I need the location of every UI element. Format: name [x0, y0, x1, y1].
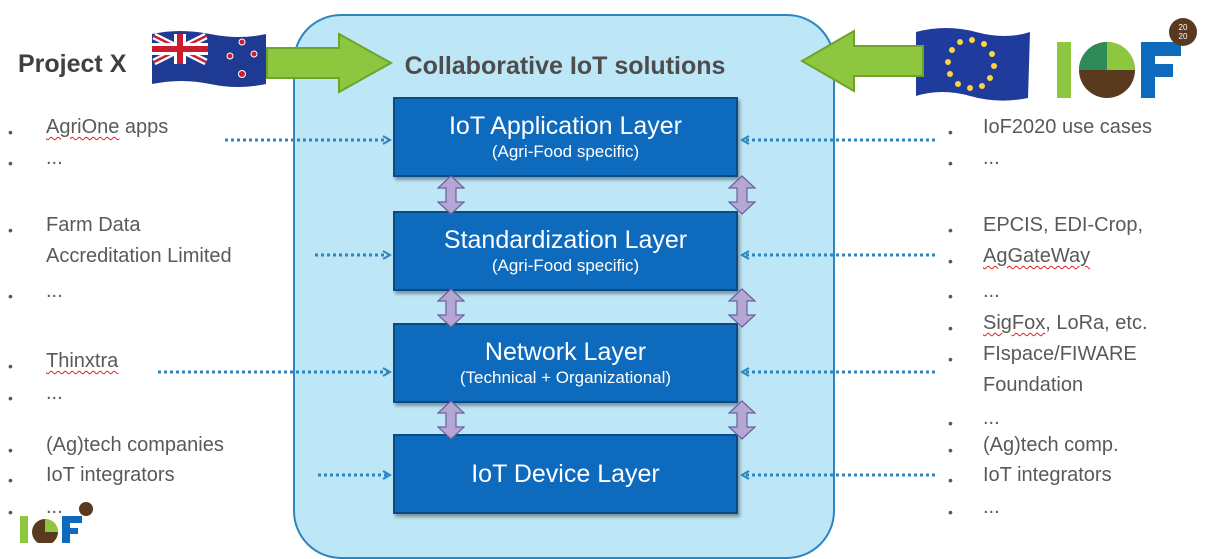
bullet: •: [8, 442, 13, 458]
bullet: •: [8, 358, 13, 374]
right-item-ellipsis: ...: [983, 496, 1000, 518]
right-item-aggateway: AgGateWay: [983, 245, 1091, 267]
layer-title: IoT Device Layer: [471, 460, 660, 488]
bullet: •: [8, 124, 13, 140]
bullet: •: [948, 124, 953, 140]
green-arrow-right-icon: [266, 32, 394, 94]
connector-arrow-icon: [437, 288, 465, 328]
left-item-ellipsis: ...: [46, 280, 63, 302]
bullet: •: [948, 222, 953, 238]
left-item-agrione: AgriOne apps: [46, 116, 169, 138]
bullet: •: [8, 504, 13, 520]
green-arrow-left-icon: [800, 29, 924, 93]
eu-flag-icon: [916, 28, 1030, 101]
right-item-agtech-comp: (Ag)tech comp.: [983, 434, 1119, 456]
bullet: •: [948, 155, 953, 171]
right-item-ellipsis: ...: [983, 147, 1000, 169]
bullet: •: [8, 222, 13, 238]
standardization-layer: Standardization Layer (Agri-Food specifi…: [393, 211, 738, 291]
layer-subtitle: (Technical + Organizational): [459, 368, 672, 387]
bullet: •: [948, 504, 953, 520]
left-item-farm-data: Farm Data: [46, 214, 141, 236]
bullet: •: [8, 288, 13, 304]
layer-title: Standardization Layer: [443, 226, 688, 254]
project-title: Project X: [18, 50, 127, 78]
right-item-foundation: Foundation: [983, 374, 1084, 396]
right-item-iof2020: IoF2020 use cases: [983, 116, 1152, 138]
right-item-fispace: FIspace/FIWARE: [983, 343, 1137, 365]
layer-subtitle: (Agri-Food specific): [491, 256, 640, 275]
layer-title: IoT Application Layer: [448, 112, 683, 140]
right-item-sigfox: SigFox, LoRa, etc.: [983, 312, 1148, 334]
bullet: •: [8, 472, 13, 488]
dotted-arrows: [158, 0, 935, 543]
iof-small-logo-icon: [20, 502, 93, 543]
left-item-iot-integrators: IoT integrators: [46, 464, 175, 486]
connector-arrow-icon: [728, 288, 756, 328]
bullet: •: [8, 155, 13, 171]
right-item-ellipsis: ...: [983, 407, 1000, 429]
new-zealand-flag-icon: [152, 31, 266, 87]
iot-application-layer: IoT Application Layer (Agri-Food specifi…: [393, 97, 738, 177]
svg-text:20: 20: [1179, 32, 1188, 41]
network-layer: Network Layer (Technical + Organizationa…: [393, 323, 738, 403]
bullet: •: [948, 472, 953, 488]
right-item-iot-integrators: IoT integrators: [983, 464, 1112, 486]
svg-text:20: 20: [1179, 23, 1188, 32]
left-item-ellipsis: ...: [46, 147, 63, 169]
connector-arrow-icon: [437, 400, 465, 440]
right-item-ellipsis: ...: [983, 280, 1000, 302]
bullet: •: [8, 390, 13, 406]
layer-subtitle: (Agri-Food specific): [491, 142, 640, 161]
connector-arrow-icon: [437, 175, 465, 215]
bullet: •: [948, 442, 953, 458]
left-item-thinxtra: Thinxtra: [46, 350, 119, 372]
bullet: •: [948, 320, 953, 336]
left-item-agtech-companies: (Ag)tech companies: [46, 434, 224, 456]
connector-arrow-icon: [728, 175, 756, 215]
central-title: Collaborative IoT solutions: [404, 52, 726, 80]
bullet: •: [948, 415, 953, 431]
connector-arrow-icon: [728, 400, 756, 440]
left-item-ellipsis: ...: [46, 382, 63, 404]
left-item-ellipsis: ...: [46, 496, 63, 518]
bullet: •: [948, 351, 953, 367]
iot-device-layer: IoT Device Layer: [393, 434, 738, 514]
bullet: •: [948, 288, 953, 304]
left-item-accreditation: Accreditation Limited: [46, 245, 232, 267]
iof-logo-icon: 20 20: [1057, 18, 1197, 98]
layer-title: Network Layer: [484, 338, 647, 366]
right-item-epcis: EPCIS, EDI-Crop,: [983, 214, 1144, 236]
bullet: •: [948, 253, 953, 269]
